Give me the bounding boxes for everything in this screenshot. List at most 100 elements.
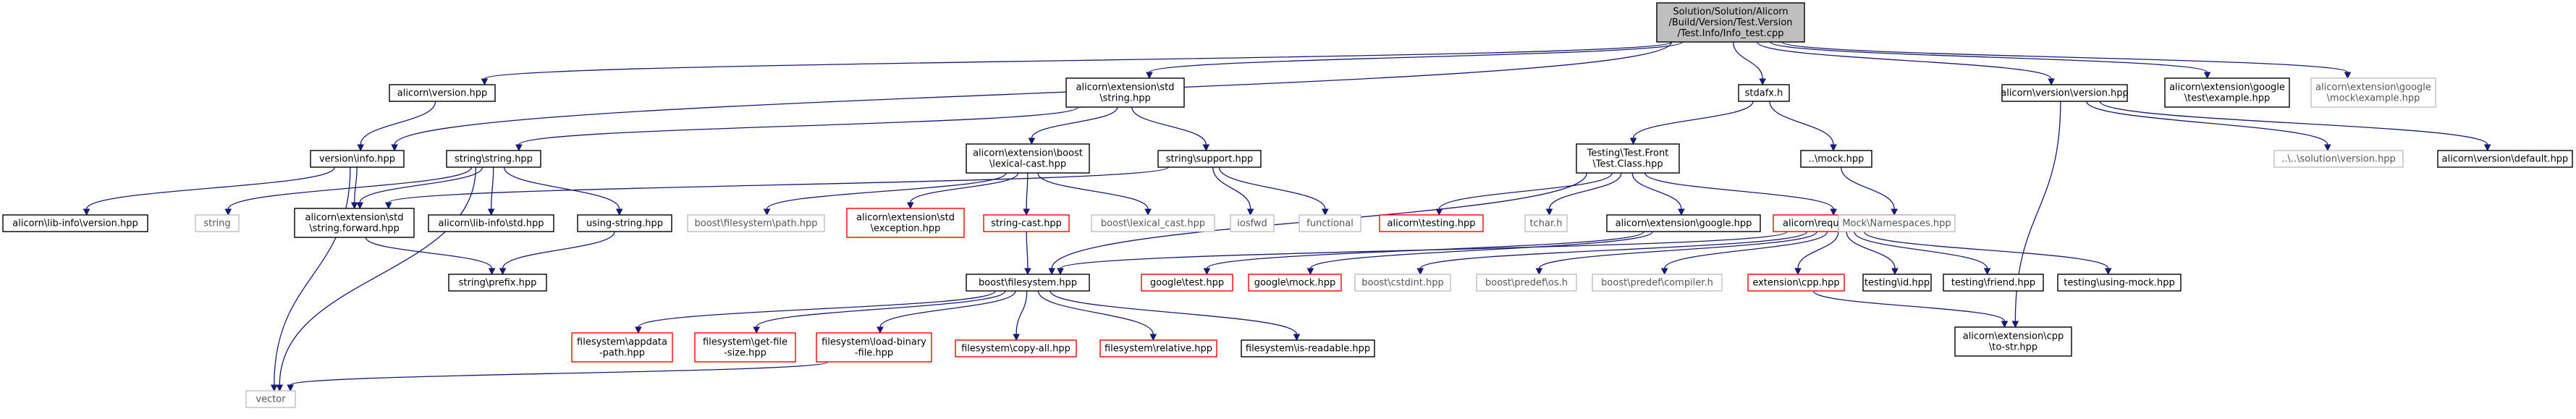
edge-arrowhead — [763, 208, 771, 216]
edge-arrowhead — [877, 326, 884, 334]
edge-boost-lexical-to-std-exception — [906, 172, 1019, 210]
edge-boost-filesystem-to-fs-appdata — [635, 290, 996, 334]
edge-arrowhead — [287, 384, 295, 392]
edge-string-cast-to-boost-filesystem — [1024, 231, 1031, 276]
node-boost-lexical-cast[interactable]: boost\lexical_cast.hpp — [1091, 214, 1215, 232]
node-fs-is-readable[interactable]: filesystem\is-readable.hpp — [1241, 339, 1375, 357]
edge-arrowhead — [1416, 268, 1424, 276]
edge-alicorn-version-version-to-cpp-to-str — [2011, 101, 2061, 329]
node-ext-google[interactable]: alicorn\extension\google.hpp — [1606, 214, 1761, 232]
node-ext-std-string[interactable]: alicorn\extension\std\string.hpp — [1065, 77, 1185, 108]
edge-stdafx-to-mock-hpp — [1769, 101, 1837, 152]
node-fs-relative[interactable]: filesystem\relative.hpp — [1099, 339, 1217, 357]
node-stdafx[interactable]: stdafx.h — [1738, 84, 1790, 102]
node-lib-info-version[interactable]: alicorn\lib-info\version.hpp — [2, 214, 148, 232]
node-fs-get-file-size[interactable]: filesystem\get-file-size.hpp — [694, 332, 796, 363]
node-boost-lexical[interactable]: alicorn\extension\boost\lexical-cast.hpp — [966, 143, 1090, 174]
edge-stdafx-to-testing-front — [1629, 101, 1754, 145]
node-testing-using-mock[interactable]: testing\using-mock.hpp — [2057, 274, 2182, 292]
node-solution-version[interactable]: ..\..\solution\version.hpp — [2273, 150, 2404, 168]
node-alicorn-testing[interactable]: alicorn\testing.hpp — [1379, 214, 1484, 232]
node-boost-predef-os[interactable]: boost\predef\os.h — [1476, 274, 1577, 292]
node-std-exception[interactable]: alicorn\extension\std\exception.hpp — [846, 208, 965, 238]
node-boost-filesystem[interactable]: boost\filesystem.hpp — [966, 274, 1090, 292]
node-root[interactable]: Solution/Solution/Alicorn/Build/Version/… — [1656, 2, 1805, 43]
node-string-string[interactable]: string\string.hpp — [446, 150, 541, 168]
edge-arrowhead — [1146, 72, 1153, 80]
node-testing-id[interactable]: testing\id.hpp — [1862, 274, 1932, 292]
node-boost-cstdint[interactable]: boost\cstdint.hpp — [1354, 274, 1451, 292]
node-cpp-to-str[interactable]: alicorn\extension\cpp\to-str.hpp — [1954, 326, 2072, 357]
node-string-support[interactable]: string\support.hpp — [1157, 150, 1262, 168]
edge-line — [279, 166, 477, 386]
edge-arrowhead — [1322, 208, 1329, 216]
edge-arrowhead — [615, 208, 623, 216]
node-box — [577, 214, 672, 232]
node-box — [389, 84, 496, 102]
edge-root-to-ext-std-string — [1146, 41, 1683, 80]
node-label: vector — [256, 394, 286, 405]
edge-line — [518, 106, 1078, 145]
edge-alicorn-version-hpp-to-version-info — [357, 101, 436, 152]
edge-arrowhead — [1149, 334, 1157, 342]
node-vector[interactable]: vector — [245, 390, 296, 408]
node-google-test-example[interactable]: alicorn\extension\google\test\example.hp… — [2164, 77, 2290, 108]
node-box — [694, 332, 796, 363]
node-label: boost\filesystem.hpp — [979, 278, 1077, 289]
node-boost-predef-compiler[interactable]: boost\predef\compiler.h — [1592, 274, 1723, 292]
node-fs-load-binary[interactable]: filesystem\load-binary-file.hpp — [816, 332, 932, 363]
node-fs-appdata[interactable]: filesystem\appdata-path.hpp — [571, 332, 673, 363]
node-google-mock-example[interactable]: alicorn\extension\google\mock\example.hp… — [2310, 77, 2436, 108]
edge-testing-front-to-tchar — [1545, 172, 1622, 216]
node-functional[interactable]: functional — [1298, 214, 1361, 232]
edge-line — [1050, 290, 1298, 335]
edge-arrowhead — [276, 384, 284, 392]
edge-line — [1664, 231, 1828, 269]
node-mock-namespaces[interactable]: Mock\Namespaces.hpp — [1838, 214, 1956, 232]
node-google-mock[interactable]: google\mock.hpp — [1248, 274, 1342, 292]
node-fs-copy-all[interactable]: filesystem\copy-all.hpp — [955, 339, 1077, 357]
node-tchar[interactable]: tchar.h — [1524, 214, 1568, 232]
graph-nodes: Solution/Solution/Alicorn/Build/Version/… — [2, 2, 2573, 408]
edge-requirements-to-boost-cstdint — [1416, 231, 1808, 276]
edge-line — [1548, 172, 1622, 210]
node-extension-cpp[interactable]: extension\cpp.hpp — [1747, 274, 1845, 292]
node-testing-front[interactable]: Testing\Test.Front\Test.Class.hpp — [1576, 143, 1680, 174]
node-testing-friend[interactable]: testing\friend.hpp — [1943, 274, 2044, 292]
node-lib-info-std[interactable]: alicorn\lib-info\std.hpp — [428, 214, 554, 232]
edge-arrowhead — [1891, 208, 1898, 216]
node-box — [2001, 84, 2128, 102]
node-alicorn-version-version[interactable]: alicorn\version\version.hpp — [2001, 84, 2129, 102]
edge-line — [638, 290, 996, 328]
edge-arrowhead — [270, 384, 278, 392]
edge-arrowhead — [1023, 208, 1030, 216]
node-label: ..\..\solution\version.hpp — [2281, 154, 2396, 165]
node-alicorn-version-hpp[interactable]: alicorn\version.hpp — [389, 84, 496, 102]
edge-line — [502, 231, 615, 269]
node-string-ext[interactable]: string — [195, 214, 240, 232]
edge-line — [1538, 231, 1817, 269]
node-label: \to-str.hpp — [1989, 342, 2037, 353]
edge-line — [1037, 290, 1154, 335]
node-string-prefix[interactable]: string\prefix.hpp — [448, 274, 547, 292]
node-box — [1298, 214, 1361, 232]
edge-arrowhead — [488, 268, 496, 276]
edge-arrowhead — [357, 144, 365, 152]
node-label: string — [203, 219, 230, 229]
node-google-test[interactable]: google\test.hpp — [1141, 274, 1233, 292]
node-string-cast[interactable]: string-cast.hpp — [983, 214, 1070, 232]
edge-line — [290, 361, 829, 386]
edge-line — [1781, 41, 2349, 73]
node-label: iosfwd — [1237, 219, 1267, 229]
node-mock-hpp[interactable]: ..\mock.hpp — [1800, 150, 1872, 168]
node-iosfwd[interactable]: iosfwd — [1230, 214, 1275, 232]
edge-line — [1212, 166, 1251, 210]
edge-arrowhead — [1535, 268, 1543, 276]
edge-arrowhead — [1891, 268, 1899, 276]
node-string-forward[interactable]: alicorn\extension\std\string.forward.hpp — [294, 208, 415, 238]
node-version-default[interactable]: alicorn\version\default.hpp — [2437, 150, 2573, 168]
node-version-info[interactable]: version\info.hpp — [310, 150, 405, 168]
node-boost-filesystem-path[interactable]: boost\filesystem\path.hpp — [687, 214, 825, 232]
node-using-string[interactable]: using-string.hpp — [577, 214, 672, 232]
node-label: version\info.hpp — [319, 154, 395, 165]
